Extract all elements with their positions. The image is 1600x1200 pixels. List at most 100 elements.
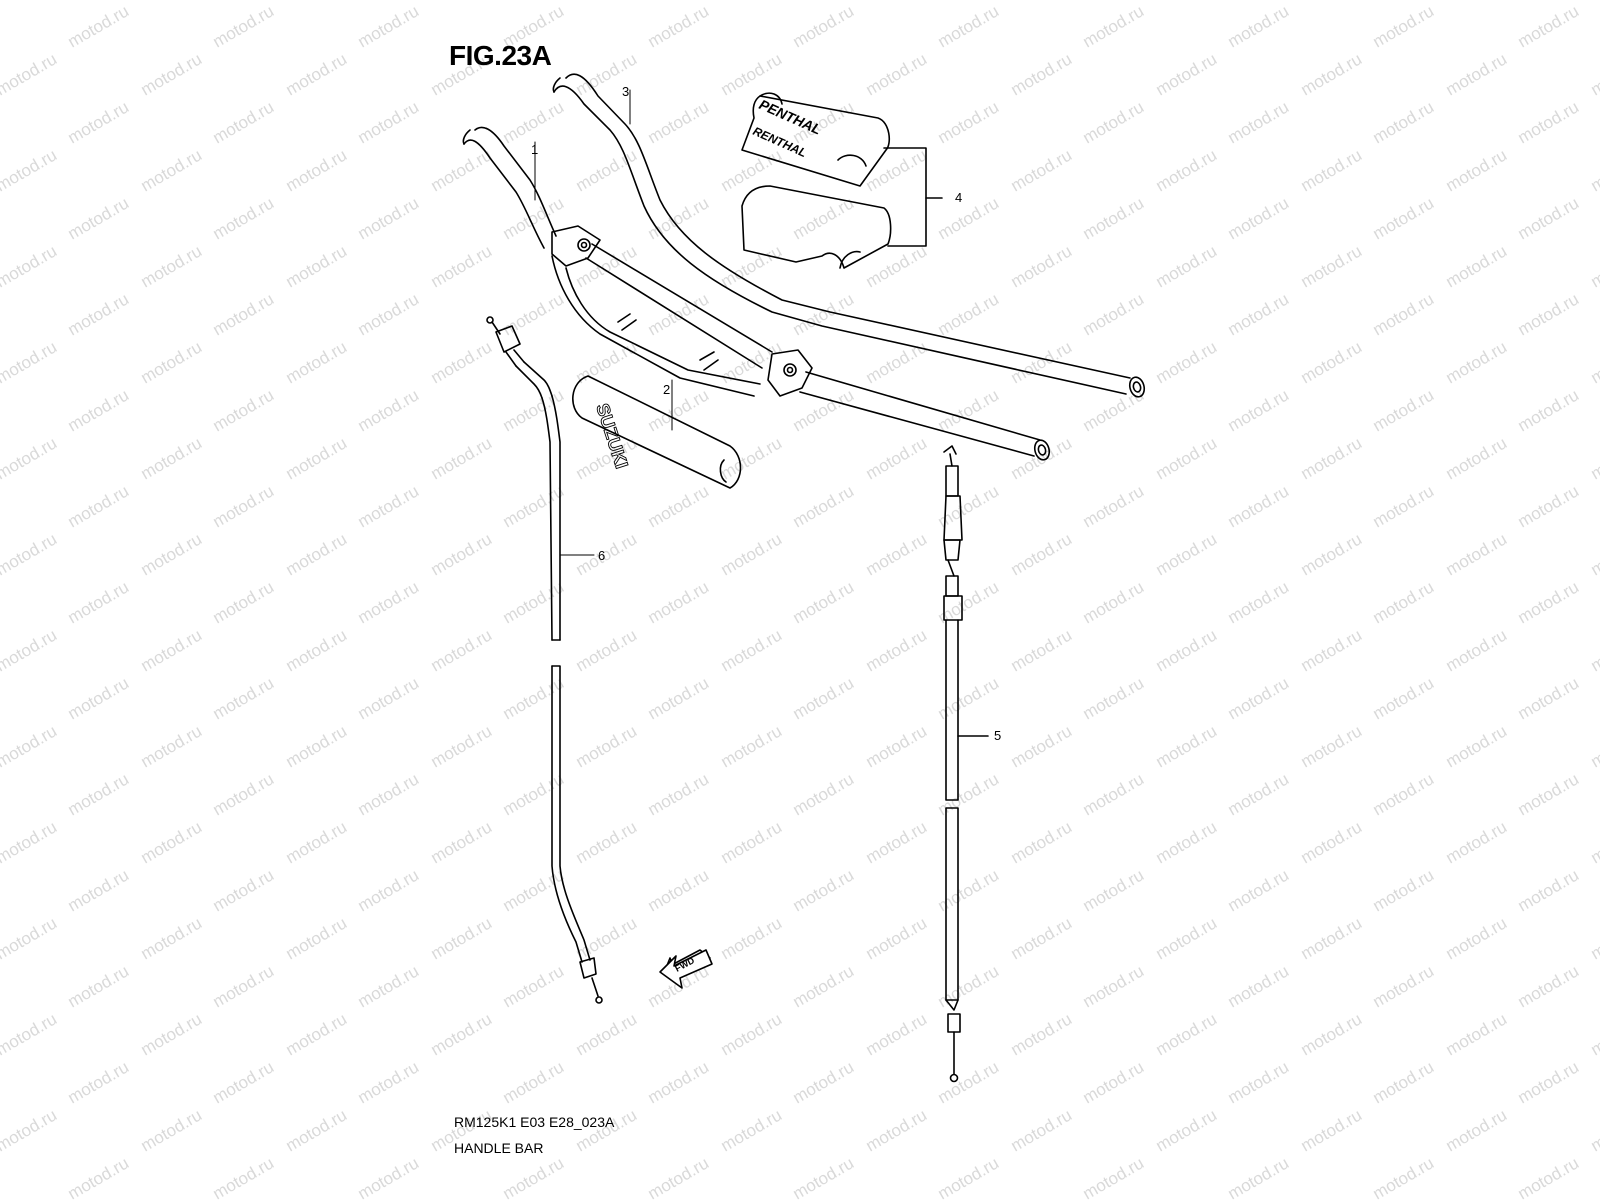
watermark-text: motod.ru [1443, 1009, 1511, 1059]
watermark-text: motod.ru [283, 913, 351, 963]
watermark-text: motod.ru [138, 49, 206, 99]
watermark-text: motod.ru [573, 1009, 641, 1059]
watermark-text: motod.ru [1080, 1, 1148, 51]
watermark-text: motod.ru [283, 337, 351, 387]
watermark-text: motod.ru [718, 337, 786, 387]
watermark-text: motod.ru [1515, 865, 1583, 915]
watermark-text: motod.ru [1515, 1153, 1583, 1200]
watermark-text: motod.ru [355, 385, 423, 435]
handlebar-pad-suzuki [572, 375, 742, 489]
watermark-text: motod.ru [1515, 1, 1583, 51]
watermark-text: motod.ru [355, 865, 423, 915]
watermark-text: motod.ru [935, 673, 1003, 723]
watermark-text: motod.ru [1153, 0, 1221, 3]
watermark-text: motod.ru [1588, 241, 1600, 291]
watermark-text: motod.ru [1008, 145, 1076, 195]
watermark-text: motod.ru [863, 433, 931, 483]
watermark-text: motod.ru [935, 1, 1003, 51]
watermark-text: motod.ru [1443, 817, 1511, 867]
watermark-text: motod.ru [428, 241, 496, 291]
watermark-text: motod.ru [1008, 1009, 1076, 1059]
watermark-text: motod.ru [1153, 721, 1221, 771]
watermark-text: motod.ru [1370, 289, 1438, 339]
callout-5: 5 [994, 728, 1001, 743]
watermark-text: motod.ru [645, 769, 713, 819]
watermark-text: motod.ru [0, 721, 60, 771]
watermark-text: motod.ru [428, 625, 496, 675]
watermark-text: motod.ru [1225, 1153, 1293, 1200]
watermark-text: motod.ru [210, 961, 278, 1011]
watermark-text: motod.ru [65, 1, 133, 51]
watermark-text: motod.ru [1008, 1105, 1076, 1155]
watermark-text: motod.ru [1370, 673, 1438, 723]
watermark-text: motod.ru [500, 97, 568, 147]
watermark-text: motod.ru [1080, 769, 1148, 819]
watermark-text: motod.ru [645, 673, 713, 723]
watermark-text: motod.ru [1298, 241, 1366, 291]
handlebar [462, 126, 1051, 461]
watermark-text: motod.ru [790, 865, 858, 915]
watermark-text: motod.ru [1298, 625, 1366, 675]
watermark-text: motod.ru [1153, 1105, 1221, 1155]
watermark-text: motod.ru [645, 865, 713, 915]
callout-6: 6 [598, 548, 605, 563]
watermark-text: motod.ru [1443, 145, 1511, 195]
watermark-text: motod.ru [1370, 193, 1438, 243]
watermark-text: motod.ru [1443, 241, 1511, 291]
watermark-text: motod.ru [0, 625, 60, 675]
watermark-text: motod.ru [210, 481, 278, 531]
watermark-text: motod.ru [718, 0, 786, 3]
watermark-text: motod.ru [1225, 673, 1293, 723]
watermark-text: motod.ru [1153, 49, 1221, 99]
figure-name: HANDLE BAR [454, 1140, 544, 1156]
watermark-text: motod.ru [1443, 337, 1511, 387]
callout-1: 1 [531, 142, 538, 157]
callout-3: 3 [622, 84, 629, 99]
callout-2: 2 [663, 382, 670, 397]
watermark-text: motod.ru [645, 289, 713, 339]
watermark-text: motod.ru [65, 673, 133, 723]
watermark-text: motod.ru [0, 145, 60, 195]
watermark-text: motod.ru [718, 1105, 786, 1155]
watermark-text: motod.ru [790, 673, 858, 723]
watermark-text: motod.ru [790, 961, 858, 1011]
watermark-text: motod.ru [500, 385, 568, 435]
watermark-text: motod.ru [1153, 241, 1221, 291]
watermark-text: motod.ru [428, 817, 496, 867]
watermark-text: motod.ru [210, 769, 278, 819]
watermark-text: motod.ru [210, 385, 278, 435]
watermark-text: motod.ru [1080, 289, 1148, 339]
watermark-text: motod.ru [0, 1009, 60, 1059]
watermark-text: motod.ru [935, 865, 1003, 915]
watermark-text: motod.ru [65, 769, 133, 819]
watermark-text: motod.ru [428, 913, 496, 963]
watermark-text: motod.ru [138, 433, 206, 483]
watermark-text: motod.ru [1008, 0, 1076, 3]
watermark-text: motod.ru [1588, 337, 1600, 387]
watermark-text: motod.ru [355, 1153, 423, 1200]
watermark-text: motod.ru [1443, 0, 1511, 3]
watermark-text: motod.ru [1080, 385, 1148, 435]
watermark-text: motod.ru [790, 481, 858, 531]
watermark-text: motod.ru [1225, 865, 1293, 915]
watermark-text: motod.ru [500, 1057, 568, 1107]
watermark-text: motod.ru [210, 97, 278, 147]
watermark-text: motod.ru [428, 721, 496, 771]
watermark-text: motod.ru [1008, 913, 1076, 963]
watermark-text: motod.ru [1298, 433, 1366, 483]
watermark-text: motod.ru [718, 625, 786, 675]
watermark-text: motod.ru [210, 1, 278, 51]
handlebar-alternate [552, 73, 1146, 398]
watermark-text: motod.ru [863, 0, 931, 3]
watermark-text: motod.ru [500, 289, 568, 339]
watermark-text: motod.ru [0, 1105, 60, 1155]
watermark-text: motod.ru [1443, 433, 1511, 483]
watermark-text: motod.ru [210, 673, 278, 723]
watermark-text: motod.ru [1298, 913, 1366, 963]
watermark-text: motod.ru [1370, 961, 1438, 1011]
watermark-text: motod.ru [283, 0, 351, 3]
watermark-text: motod.ru [1443, 1105, 1511, 1155]
watermark-text: motod.ru [65, 481, 133, 531]
watermark-text: motod.ru [1588, 625, 1600, 675]
watermark-text: motod.ru [1225, 577, 1293, 627]
